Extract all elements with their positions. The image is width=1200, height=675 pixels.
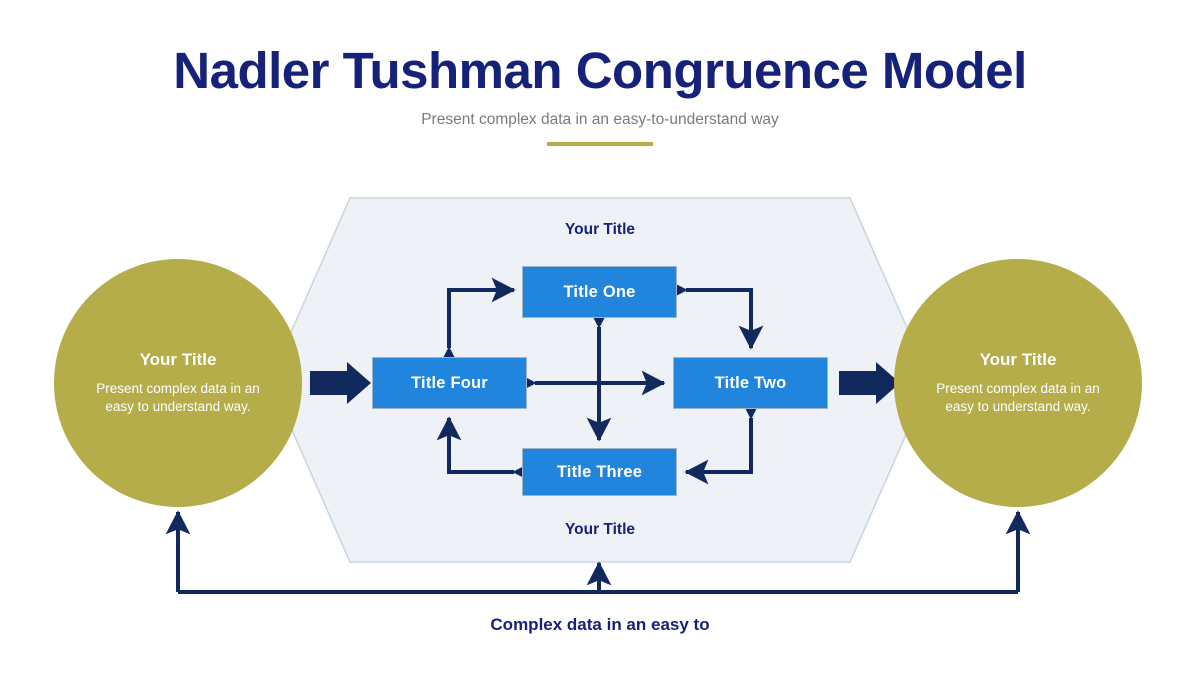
node-box-title-three[interactable]: Title Three: [522, 448, 677, 496]
arrow-two-three-elbow: [684, 395, 764, 485]
node-box-title-one[interactable]: Title One: [522, 266, 677, 318]
page-subtitle: Present complex data in an easy-to-under…: [421, 110, 779, 128]
arrow-four-one-elbow: [436, 277, 516, 371]
input-block-arrow-icon: [310, 362, 371, 404]
page-title: Nadler Tushman Congruence Model: [173, 42, 1027, 99]
output-block-arrow-icon: [839, 362, 900, 404]
hexagon-label-bottom: Your Title: [564, 521, 636, 538]
output-circle[interactable]: Your Title Present complex data in an ea…: [894, 259, 1142, 507]
input-circle[interactable]: Your Title Present complex data in an ea…: [54, 259, 302, 507]
node-box-title-four[interactable]: Title Four: [372, 357, 527, 409]
node-box-title-two[interactable]: Title Two: [673, 357, 828, 409]
title-divider: [547, 141, 653, 146]
input-circle-text: Present complex data in an easy to under…: [96, 381, 260, 414]
output-circle-text: Present complex data in an easy to under…: [936, 381, 1100, 414]
footer-caption: Complex data in an easy to: [490, 615, 710, 634]
header: Nadler Tushman Congruence Model Present …: [0, 44, 1200, 146]
hexagon-label-top: Your Title: [564, 221, 636, 238]
arrow-one-two-elbow: [663, 277, 764, 350]
input-circle-title: Your Title: [139, 350, 217, 370]
output-circle-title: Your Title: [979, 350, 1057, 370]
arrow-three-four-elbow: [436, 416, 537, 485]
